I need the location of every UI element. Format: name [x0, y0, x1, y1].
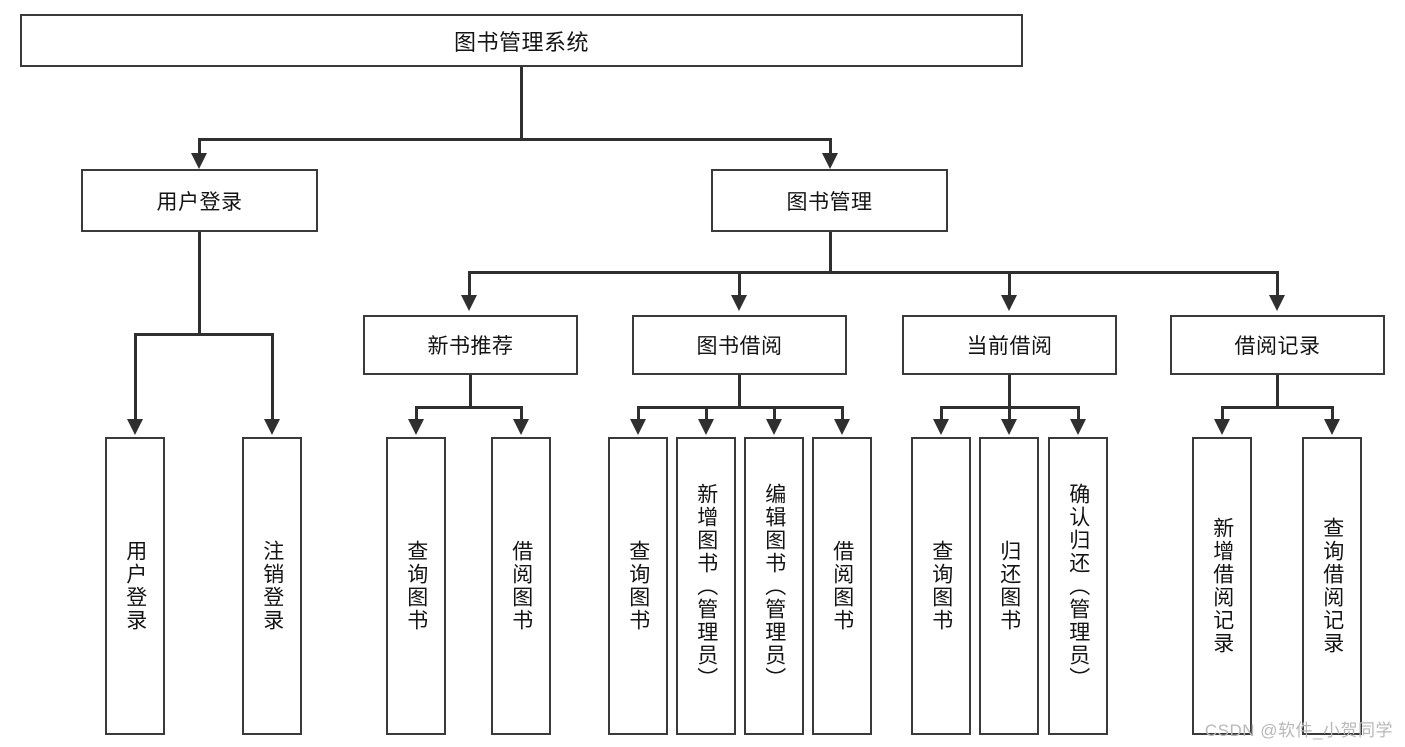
- connector-bb-to-leaf-1: [637, 406, 640, 422]
- node-label: 新书推荐: [427, 335, 514, 358]
- connector-new-book-bus: [415, 406, 522, 409]
- connector-bb-to-leaf-4: [841, 406, 844, 422]
- connector-root-to-book-management: [829, 138, 832, 156]
- connector-root-to-user-login: [198, 138, 201, 156]
- node-book-management[interactable]: 图书管理: [711, 169, 948, 232]
- node-label: 用户登录: [156, 190, 243, 214]
- leaf-add-book-admin[interactable]: 新增图书（管理员）: [676, 437, 736, 735]
- leaf-query-book-new-recommend[interactable]: 查询图书: [386, 437, 446, 735]
- node-label: 借阅图书: [509, 540, 533, 632]
- node-user-login[interactable]: 用户登录: [81, 169, 318, 232]
- arrow-bm-to-borrow-record: [1269, 295, 1285, 311]
- connector-user-login-stem: [198, 232, 201, 335]
- node-current-borrow[interactable]: 当前借阅: [902, 315, 1117, 375]
- node-label: 借阅记录: [1234, 335, 1321, 358]
- arrow-bm-to-current-borrow: [1001, 295, 1017, 311]
- connector-br-to-leaf-2: [1331, 406, 1334, 422]
- node-book-borrow[interactable]: 图书借阅: [632, 315, 847, 375]
- node-label: 编辑图书（管理员）: [762, 482, 786, 690]
- leaf-query-borrow-record[interactable]: 查询借阅记录: [1302, 437, 1362, 735]
- arrow-cb-to-leaf-1: [933, 419, 949, 435]
- csdn-watermark: CSDN @软件_小贺同学: [1204, 721, 1393, 740]
- node-label: 当前借阅: [966, 335, 1053, 358]
- node-label: 查询图书: [626, 540, 650, 632]
- leaf-edit-book-admin[interactable]: 编辑图书（管理员）: [744, 437, 804, 735]
- node-root-book-management-system[interactable]: 图书管理系统: [20, 14, 1023, 67]
- connector-borrow-record-bus: [1221, 406, 1334, 409]
- arrow-cb-to-leaf-2: [1001, 419, 1017, 435]
- leaf-return-book[interactable]: 归还图书: [979, 437, 1039, 735]
- node-label: 借阅图书: [830, 540, 854, 632]
- connector-user-login-to-leaf-1: [134, 333, 137, 421]
- node-label: 新增图书（管理员）: [694, 482, 718, 690]
- node-label: 注销登录: [260, 540, 284, 632]
- node-label: 查询图书: [929, 540, 953, 632]
- leaf-query-book-borrow[interactable]: 查询图书: [608, 437, 668, 735]
- arrow-br-to-leaf-1: [1214, 419, 1230, 435]
- leaf-borrow-book-borrow[interactable]: 借阅图书: [812, 437, 872, 735]
- connector-book-management-bus: [468, 271, 1279, 274]
- arrow-user-login-to-leaf-2: [264, 419, 280, 435]
- arrow-nb-to-leaf-2: [513, 419, 529, 435]
- leaf-query-book-current[interactable]: 查询图书: [911, 437, 971, 735]
- connector-bb-to-leaf-2: [705, 406, 708, 422]
- node-label: 图书借阅: [696, 335, 783, 358]
- arrow-root-to-book-management: [822, 153, 838, 169]
- arrow-bb-to-leaf-3: [766, 419, 782, 435]
- leaf-add-borrow-record[interactable]: 新增借阅记录: [1192, 437, 1252, 735]
- node-label: 图书管理: [786, 190, 873, 214]
- connector-bm-to-borrow-record: [1276, 271, 1279, 297]
- leaf-borrow-book-new-recommend[interactable]: 借阅图书: [491, 437, 551, 735]
- node-label: 确认归还（管理员）: [1066, 482, 1090, 690]
- node-borrow-record[interactable]: 借阅记录: [1170, 315, 1385, 375]
- connector-cb-to-leaf-2: [1008, 406, 1011, 422]
- node-label: 新增借阅记录: [1210, 517, 1234, 655]
- arrow-br-to-leaf-2: [1324, 419, 1340, 435]
- arrow-bm-to-book-borrow: [731, 295, 747, 311]
- connector-user-login-bus: [134, 333, 273, 336]
- connector-nb-to-leaf-1: [415, 406, 418, 422]
- node-label: 查询图书: [404, 540, 428, 632]
- connector-borrow-record-stem: [1276, 375, 1279, 408]
- connector-root-stem: [520, 67, 523, 138]
- connector-user-login-to-leaf-2: [271, 333, 274, 421]
- connector-nb-to-leaf-2: [520, 406, 523, 422]
- connector-new-book-stem: [469, 375, 472, 408]
- node-label: 图书管理系统: [453, 29, 589, 55]
- leaf-user-logout[interactable]: 注销登录: [242, 437, 302, 735]
- arrow-bb-to-leaf-1: [630, 419, 646, 435]
- arrow-nb-to-leaf-1: [408, 419, 424, 435]
- leaf-user-login[interactable]: 用户登录: [105, 437, 165, 735]
- arrow-bm-to-new-book: [461, 295, 477, 311]
- leaf-confirm-return-admin[interactable]: 确认归还（管理员）: [1048, 437, 1108, 735]
- arrow-bb-to-leaf-2: [698, 419, 714, 435]
- arrow-root-to-user-login: [191, 153, 207, 169]
- connector-book-borrow-bus: [637, 406, 844, 409]
- connector-bm-to-book-borrow: [738, 271, 741, 297]
- connector-bm-to-current-borrow: [1008, 271, 1011, 297]
- connector-book-management-stem: [829, 232, 832, 273]
- connector-book-borrow-stem: [738, 375, 741, 408]
- connector-bb-to-leaf-3: [773, 406, 776, 422]
- arrow-cb-to-leaf-3: [1070, 419, 1086, 435]
- node-label: 用户登录: [123, 540, 147, 632]
- connector-current-borrow-stem: [1008, 375, 1011, 408]
- connector-root-bus: [198, 138, 832, 141]
- node-label: 归还图书: [997, 540, 1021, 632]
- connector-bm-to-new-book: [468, 271, 471, 297]
- node-new-book-recommend[interactable]: 新书推荐: [363, 315, 578, 375]
- arrow-user-login-to-leaf-1: [127, 419, 143, 435]
- arrow-bb-to-leaf-4: [834, 419, 850, 435]
- connector-br-to-leaf-1: [1221, 406, 1224, 422]
- connector-cb-to-leaf-1: [940, 406, 943, 422]
- node-label: 查询借阅记录: [1320, 517, 1344, 655]
- connector-cb-to-leaf-3: [1077, 406, 1080, 422]
